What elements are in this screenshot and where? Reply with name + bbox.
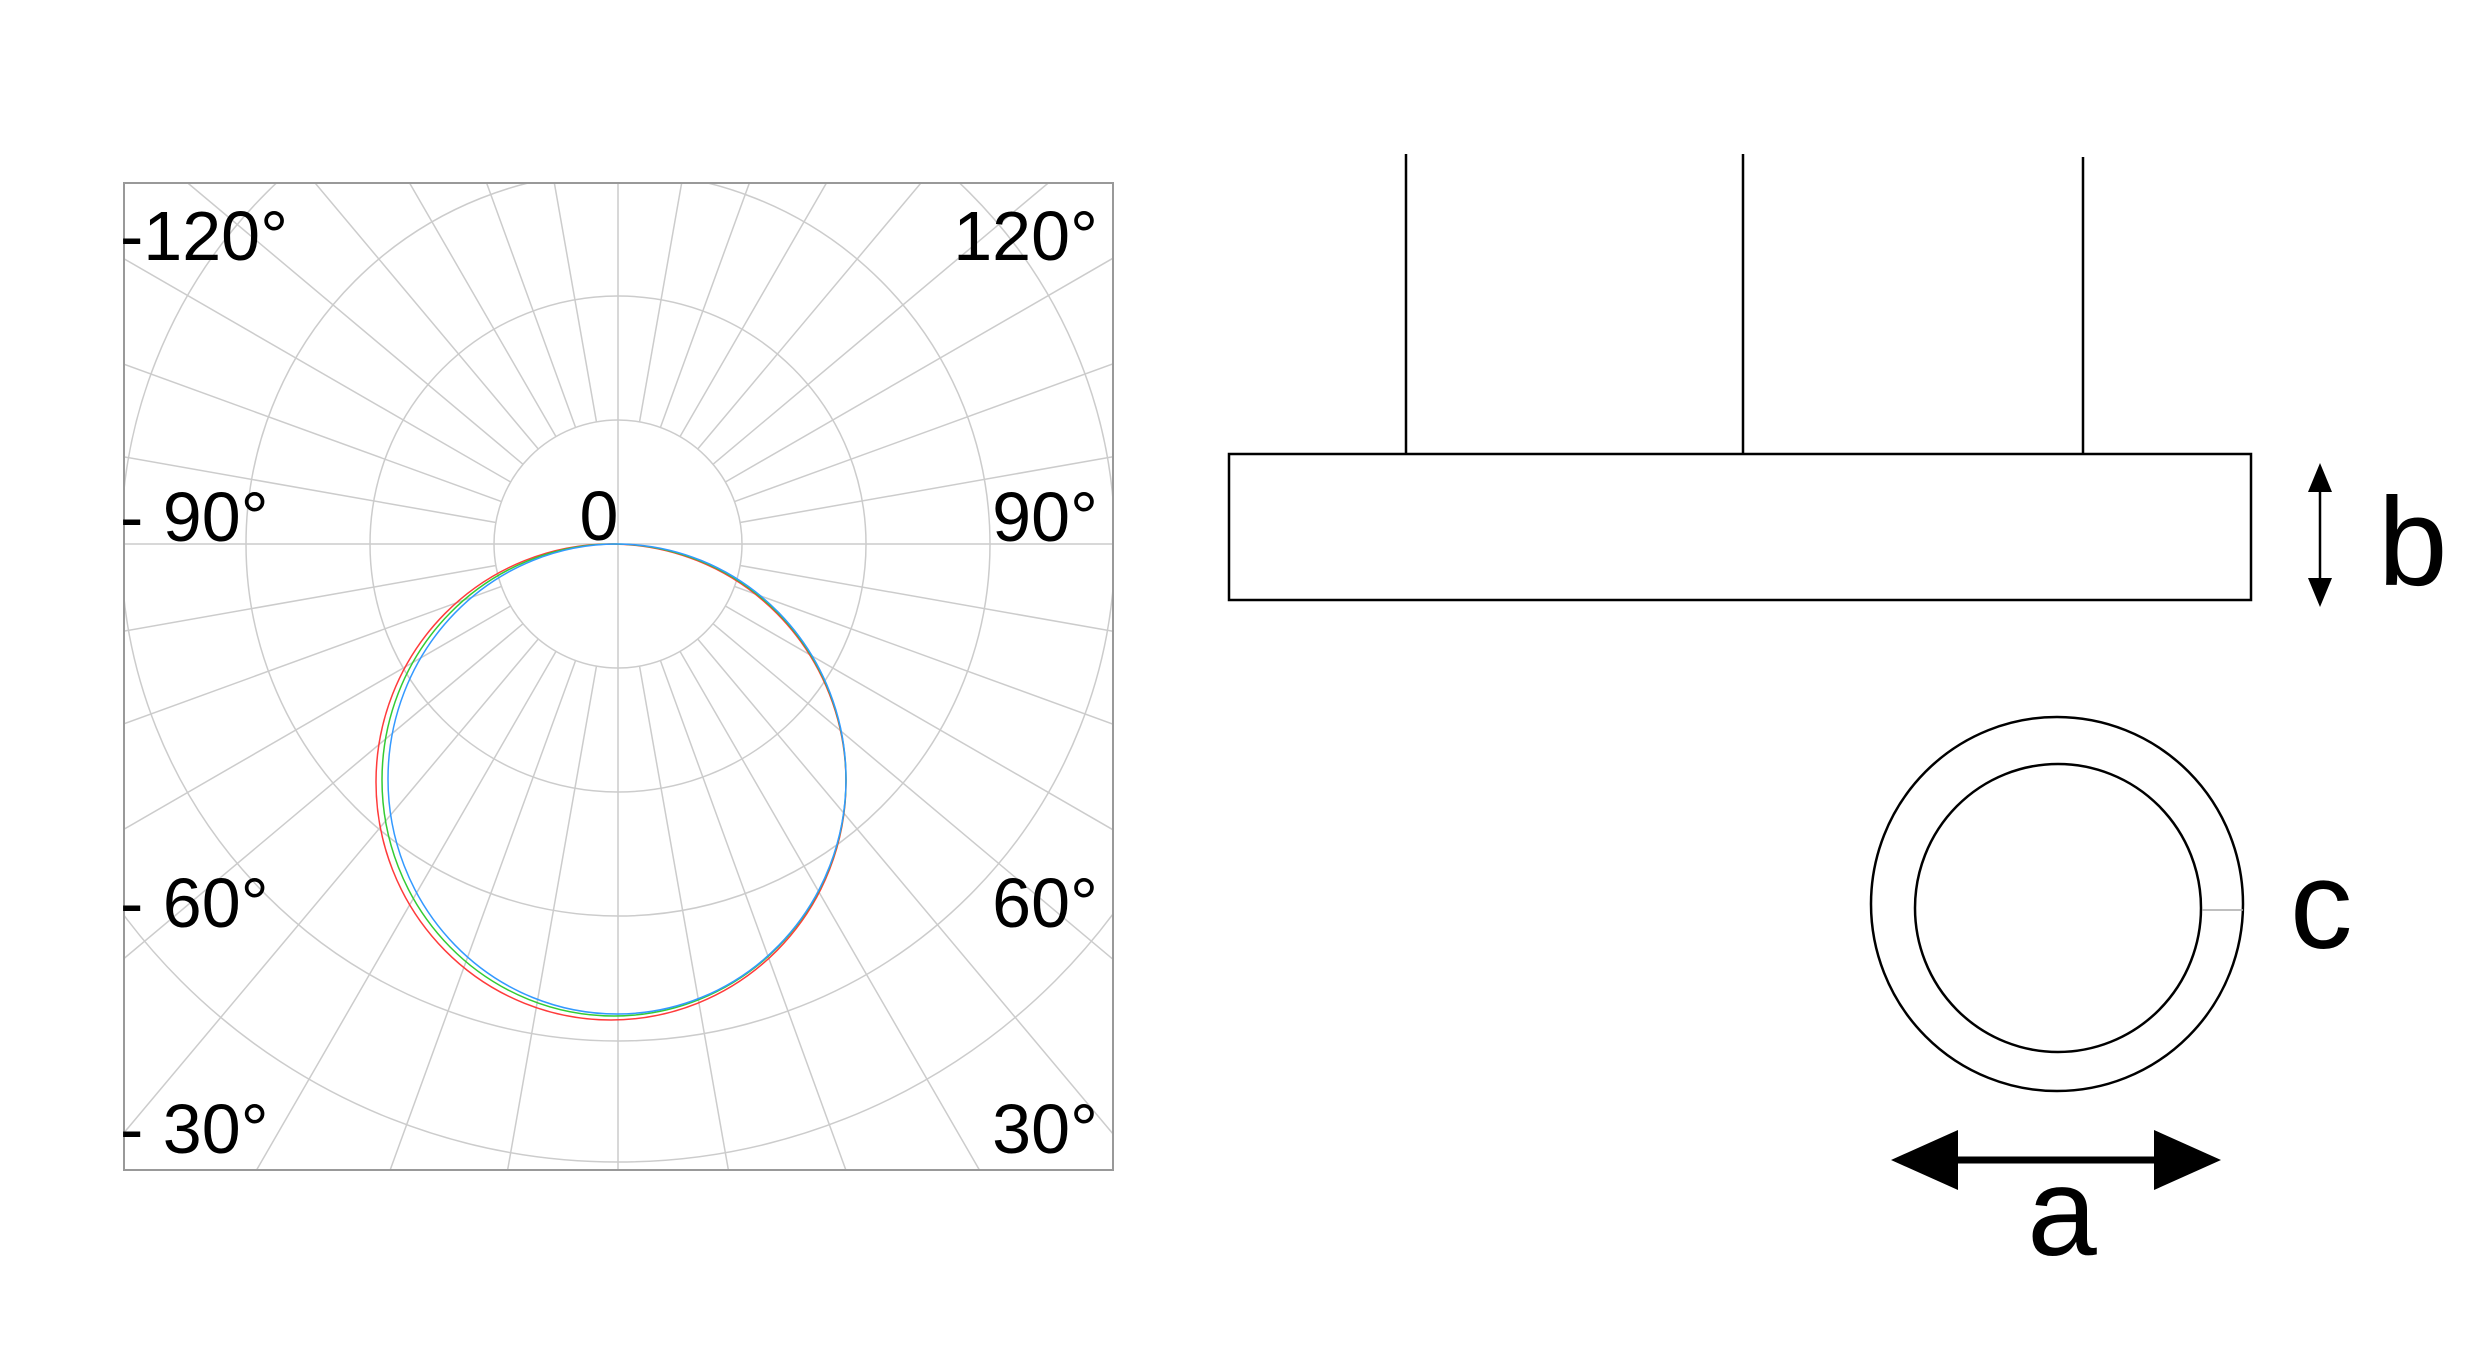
- polar-grid: [124, 183, 1113, 1170]
- grid-spoke: [408, 183, 557, 437]
- right-label-90: 90°: [992, 478, 1098, 556]
- depth-label: c: [2290, 836, 2353, 975]
- right-label-120: 120°: [953, 197, 1098, 275]
- grid-spoke: [725, 605, 1113, 831]
- grid-spoke: [124, 623, 524, 960]
- grid-spoke: [124, 258, 511, 483]
- left-label-120: -120°: [120, 197, 288, 275]
- grid-spoke: [124, 585, 502, 725]
- grid-spoke: [187, 183, 524, 465]
- grid-spoke: [124, 564, 497, 632]
- grid-spoke: [734, 585, 1113, 725]
- grid-spoke: [739, 564, 1113, 633]
- grid-spoke: [734, 363, 1113, 503]
- left-label-30: - 30°: [120, 1090, 269, 1168]
- top-view-drawing: [1869, 715, 2245, 1093]
- grid-spoke: [124, 363, 502, 503]
- outer-ring: [1869, 715, 2245, 1093]
- grid-spoke: [725, 257, 1113, 483]
- right-label-30: 30°: [992, 1090, 1098, 1168]
- grid-spoke: [697, 638, 1113, 1135]
- grid-spoke: [679, 183, 828, 437]
- grid-spoke: [697, 183, 922, 450]
- left-label-60: - 60°: [120, 864, 269, 942]
- grid-spoke: [506, 665, 598, 1170]
- side-view-drawing: [1227, 154, 2322, 602]
- grid-spoke: [553, 183, 598, 423]
- arrow-down-icon: [2308, 578, 2332, 607]
- height-label: b: [2378, 473, 2448, 612]
- grid-spoke: [638, 665, 730, 1170]
- grid-spoke: [659, 183, 751, 428]
- grid-spoke: [659, 660, 847, 1170]
- right-label-60: 60°: [992, 864, 1098, 942]
- polar-diagram: 0 -120° - 90° - 60° - 30° 120° 90° 60° 3…: [120, 182, 1114, 1171]
- grid-spoke: [124, 605, 511, 830]
- arrow-up-icon: [2308, 463, 2332, 492]
- grid-spoke: [739, 455, 1113, 524]
- luminaire-body: [1227, 452, 2253, 602]
- arrow-right-icon: [2154, 1130, 2221, 1190]
- grid-spoke: [638, 183, 683, 423]
- grid-spoke: [389, 660, 577, 1170]
- width-label: a: [2027, 1143, 2097, 1282]
- grid-spoke: [124, 456, 497, 524]
- grid-spoke: [255, 651, 557, 1170]
- inner-ring: [1913, 762, 2203, 1054]
- intensity-curve: [387, 543, 847, 1015]
- grid-spoke: [314, 183, 539, 450]
- grid-spoke: [712, 623, 1113, 960]
- arrow-left-icon: [1891, 1130, 1958, 1190]
- polar-frame: [123, 182, 1114, 1171]
- grid-spoke: [712, 183, 1049, 465]
- center-label: 0: [580, 477, 619, 555]
- grid-spoke: [485, 183, 577, 428]
- grid-spoke: [679, 651, 981, 1170]
- light-distribution-curves: [375, 543, 847, 1021]
- intensity-curve: [381, 543, 847, 1017]
- left-label-90: - 90°: [120, 478, 269, 556]
- grid-spoke: [124, 638, 539, 1134]
